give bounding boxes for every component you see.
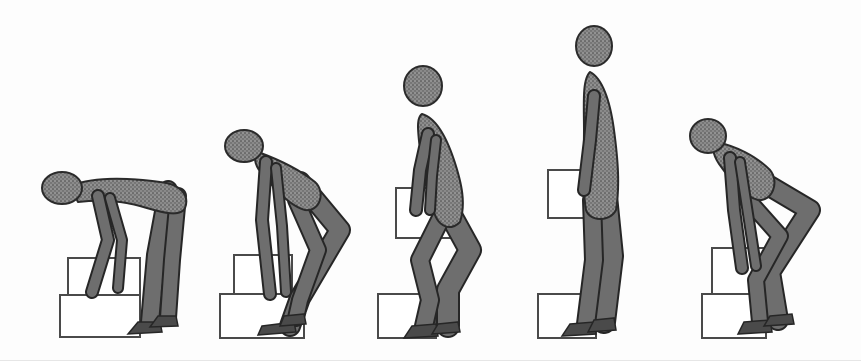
head xyxy=(690,119,726,153)
box-lower xyxy=(60,295,140,337)
figure-2-half-bent xyxy=(220,130,340,338)
figure-5-bent-over-lowering xyxy=(690,119,810,338)
figure-3-squat-rise xyxy=(378,66,470,338)
arms xyxy=(416,134,436,210)
torso xyxy=(70,179,186,214)
head xyxy=(42,172,82,204)
shoe xyxy=(280,314,306,326)
head xyxy=(404,66,442,106)
head xyxy=(225,130,263,162)
legs xyxy=(420,210,470,326)
head xyxy=(576,26,612,66)
figure-4-upright-carrying xyxy=(538,26,618,338)
arms xyxy=(262,162,286,294)
figure-1-bent-over xyxy=(42,172,186,337)
